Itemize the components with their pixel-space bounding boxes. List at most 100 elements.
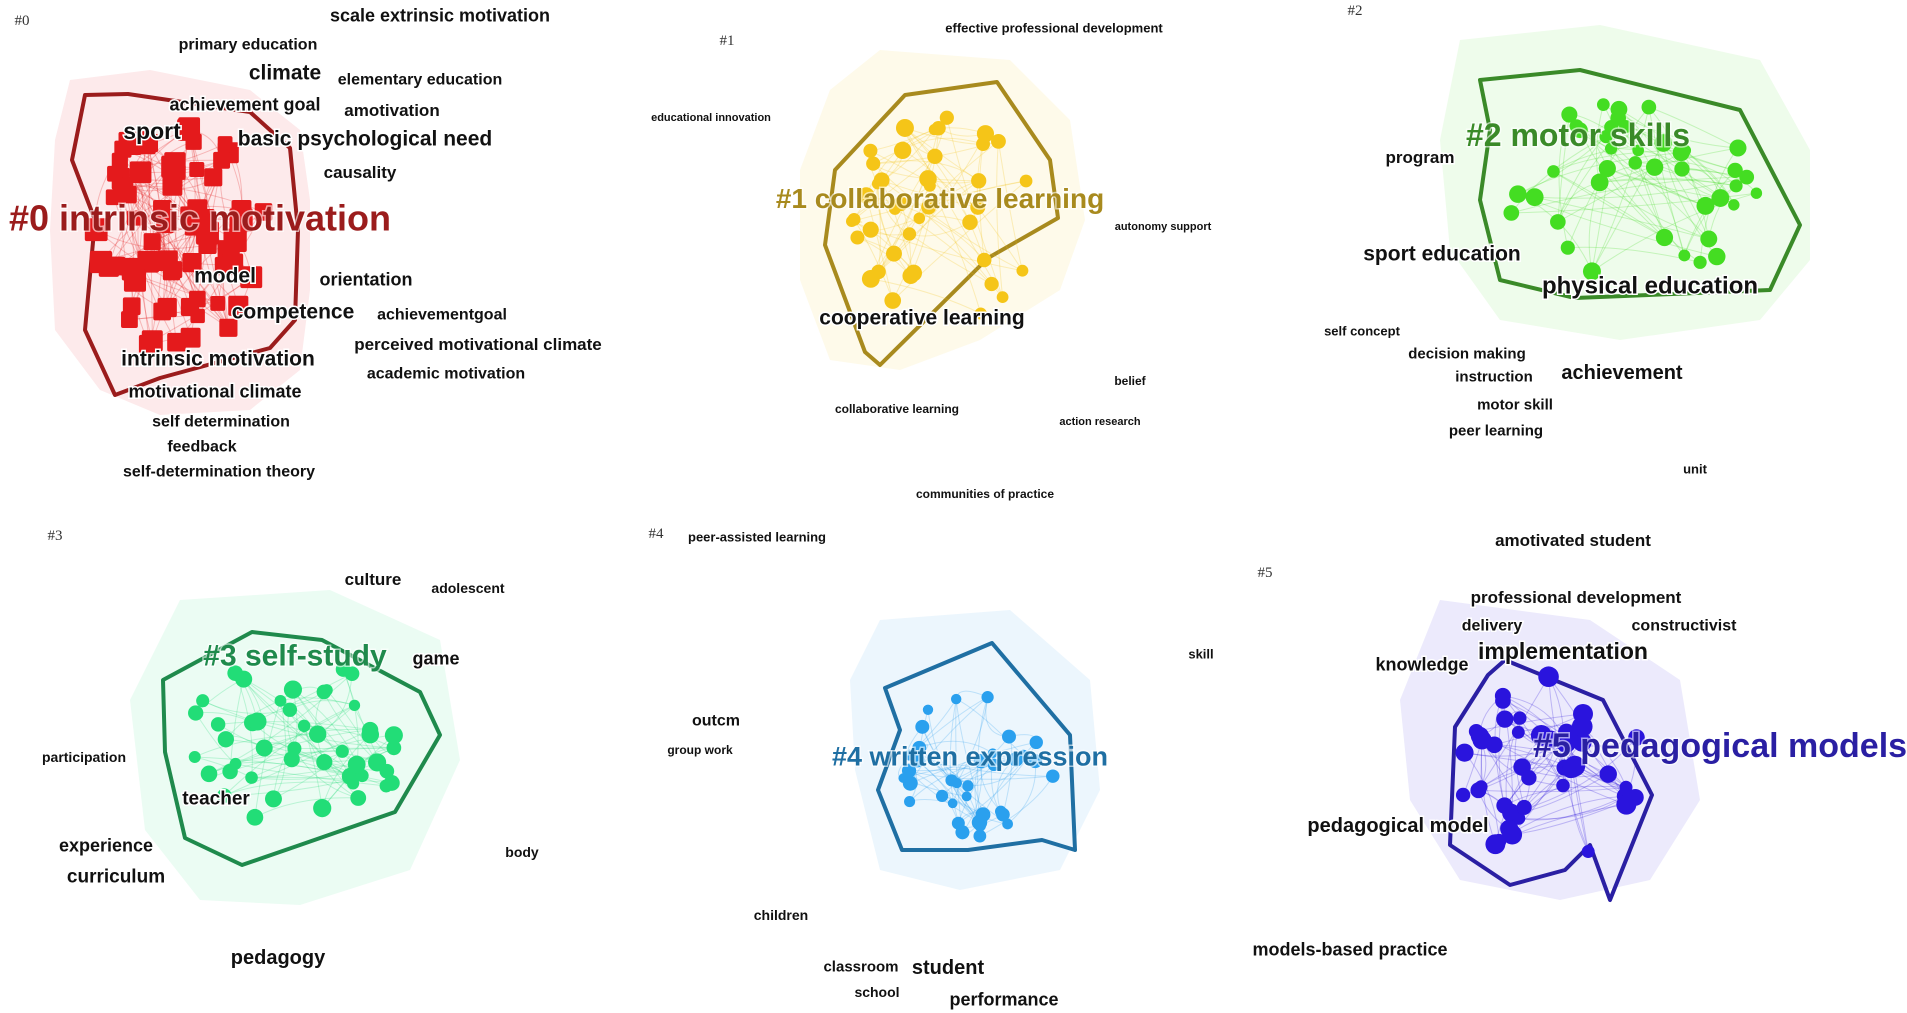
keyword-achievement-goal: achievement goal <box>169 94 320 114</box>
cluster-0-node <box>122 297 141 316</box>
cluster-5-node <box>1470 782 1487 799</box>
cluster-0-node <box>123 269 147 292</box>
cluster-2-edge <box>1553 171 1665 238</box>
cluster-0-node <box>121 311 138 328</box>
keyword-belief: belief <box>1114 374 1146 388</box>
cluster-4-region <box>850 610 1100 890</box>
cluster-3-node <box>308 725 327 743</box>
cluster-1-edge <box>851 180 1027 222</box>
cluster-2-node <box>1598 159 1616 178</box>
cluster-3-edge <box>235 763 387 787</box>
cluster-5-node <box>1513 711 1527 725</box>
cluster-1-edge <box>909 233 992 285</box>
cluster-3-edge <box>229 747 394 772</box>
cluster-2-node <box>1525 188 1544 207</box>
cluster-1-edge <box>996 141 1004 298</box>
cluster-1-node <box>970 199 986 215</box>
cluster-2-node <box>1599 129 1613 144</box>
cluster-4-edge <box>917 759 1053 777</box>
cluster-5-node <box>1562 761 1579 779</box>
keyword-motor-skill: motor skill <box>1477 396 1553 413</box>
cluster-5-node <box>1558 723 1575 741</box>
cluster-1-edge <box>892 180 1027 301</box>
cluster-2-edge <box>1599 177 1737 187</box>
keyword-academic-motivation: academic motivation <box>367 366 525 383</box>
cluster-0-node <box>204 168 223 187</box>
cluster-3-edge <box>251 747 395 779</box>
cluster-2-node <box>1619 120 1633 134</box>
cluster-1-edge <box>877 183 912 277</box>
cluster-3-node <box>274 694 287 707</box>
cluster-0-node <box>153 200 172 219</box>
keyword-sport-education: sport education <box>1363 242 1521 265</box>
cluster-0-node <box>165 261 183 279</box>
cluster-0-node <box>229 208 253 232</box>
cluster-3-edge <box>218 721 371 731</box>
cluster-4-node <box>951 777 963 789</box>
cluster-0-node <box>182 252 202 273</box>
cluster-4-node <box>1046 769 1060 783</box>
cluster-4-node <box>1002 818 1013 830</box>
cluster-2-node <box>1590 173 1609 192</box>
cluster-2-node <box>1604 142 1618 155</box>
cluster-2-edge <box>1517 152 1682 195</box>
keyword-program: program <box>1386 148 1455 167</box>
cluster-3-edge <box>243 678 363 777</box>
keyword-peer-learning: peer learning <box>1449 422 1543 439</box>
cluster-1-edge <box>870 278 981 314</box>
cluster-2-node <box>1711 189 1730 207</box>
keyword-children: children <box>754 907 808 923</box>
cluster-2-node <box>1610 100 1628 118</box>
cluster-3-node <box>188 705 204 721</box>
cluster-0-node <box>210 296 226 311</box>
cluster-1-node <box>974 307 987 320</box>
cluster-1-edge <box>881 179 978 208</box>
cluster-0-node <box>180 297 200 317</box>
keyword-collaborative-learning: collaborative learning <box>835 402 959 416</box>
cluster-2-node <box>1674 161 1690 177</box>
cluster-2-edge <box>1576 125 1710 240</box>
cluster-0-node <box>126 210 143 226</box>
cluster-0-node <box>189 161 205 177</box>
cluster-5-node <box>1502 803 1521 823</box>
keyword-performance: performance <box>949 989 1058 1009</box>
cluster-5-node <box>1494 687 1511 704</box>
cluster-4-node <box>1002 729 1016 744</box>
keyword-motivational-climate: motivational climate <box>128 381 301 401</box>
keyword-adolescent: adolescent <box>431 580 504 596</box>
cluster-4-edge <box>909 696 988 784</box>
keyword-skill: skill <box>1188 647 1213 662</box>
cluster-4-node <box>898 773 909 783</box>
keyword-group-work: group work <box>667 743 733 757</box>
cluster-5-node <box>1496 710 1514 728</box>
cluster-3-node <box>188 751 201 763</box>
cluster-0-node <box>98 256 119 277</box>
keyword-elementary-education: elementary education <box>338 72 503 89</box>
keyword-knowledge: knowledge <box>1375 654 1468 674</box>
cluster-2-node <box>1645 158 1664 176</box>
keyword-unit: unit <box>1683 462 1707 477</box>
cluster-5-edge <box>1502 695 1626 797</box>
cluster-4-edge <box>909 755 1024 802</box>
cluster-2-node <box>1739 169 1755 185</box>
cluster-5-node <box>1556 778 1570 793</box>
cluster-2-node <box>1509 185 1527 203</box>
cluster-2-node <box>1678 249 1691 262</box>
cluster-3-node <box>347 755 366 774</box>
keyword-instruction: instruction <box>1455 368 1533 385</box>
cluster-5-node <box>1485 834 1506 855</box>
keyword-communities-of-practice: communities of practice <box>916 487 1054 501</box>
keyword-educational-innovation: educational innovation <box>651 112 771 124</box>
cluster-2-node <box>1708 247 1726 266</box>
cluster-2-edge <box>1576 125 1706 207</box>
keyword-self-determination-theory: self-determination theory <box>123 464 315 481</box>
cluster-0-id: #0 <box>15 13 30 29</box>
cluster-1-node <box>976 125 995 143</box>
cluster-3-edge <box>224 704 355 796</box>
cluster-3-node <box>316 684 332 700</box>
cluster-2-node <box>1654 134 1673 152</box>
cluster-1-node <box>857 187 875 204</box>
cluster-1-node <box>893 196 909 212</box>
cluster-2-node <box>1700 230 1718 248</box>
cluster-0-node <box>219 318 238 337</box>
